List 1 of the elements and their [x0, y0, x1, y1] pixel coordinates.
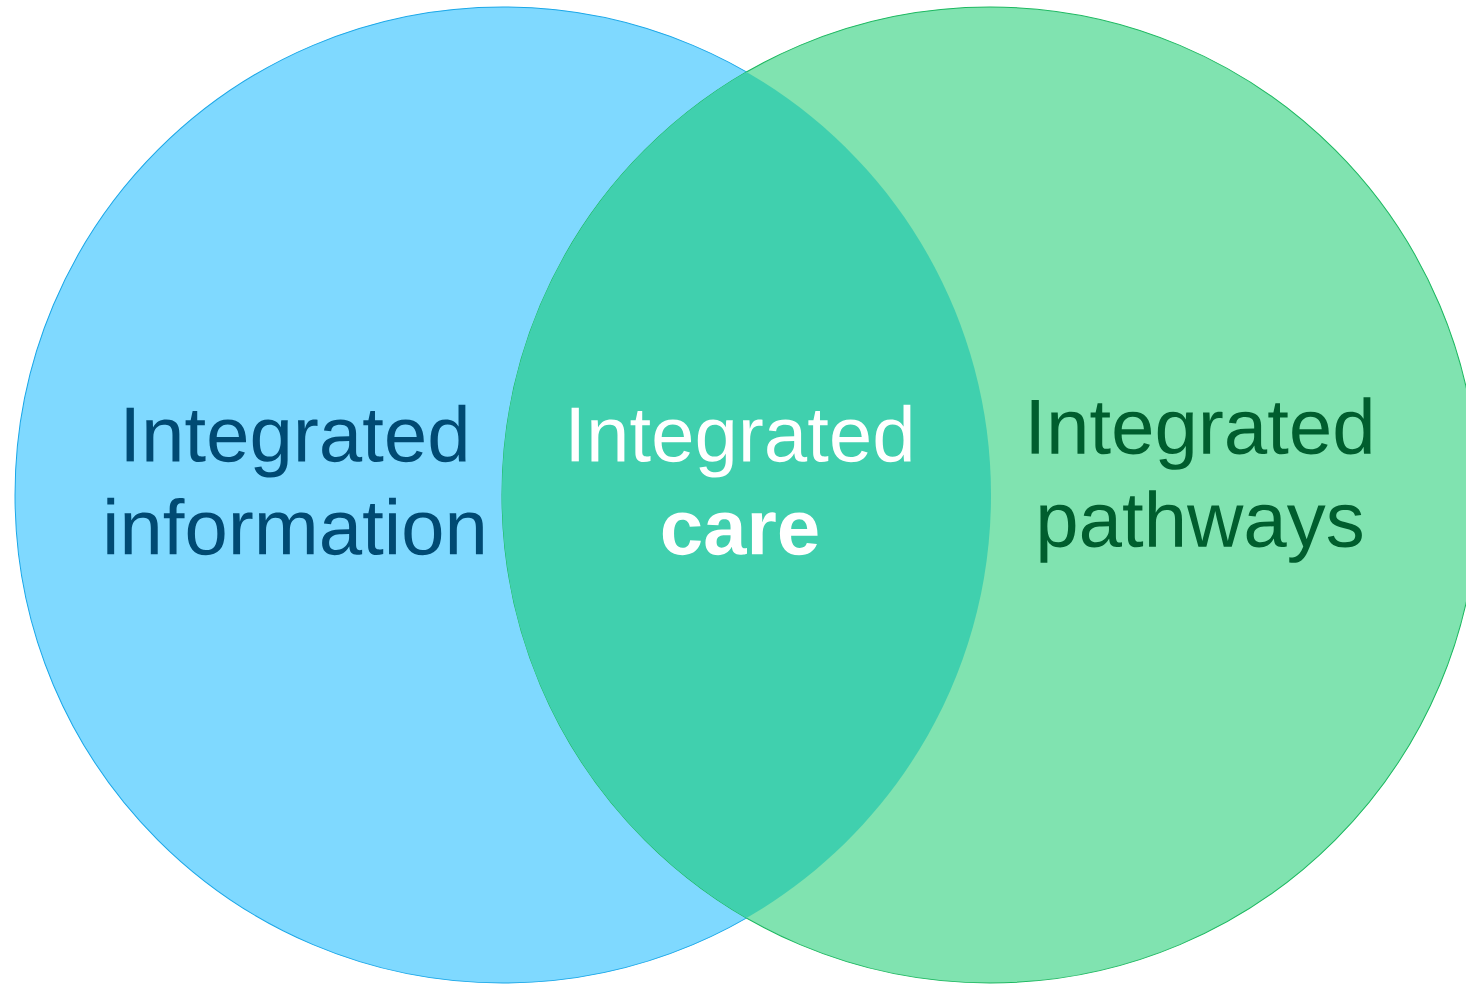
- overlap-region: Integrated care: [571, 404, 911, 556]
